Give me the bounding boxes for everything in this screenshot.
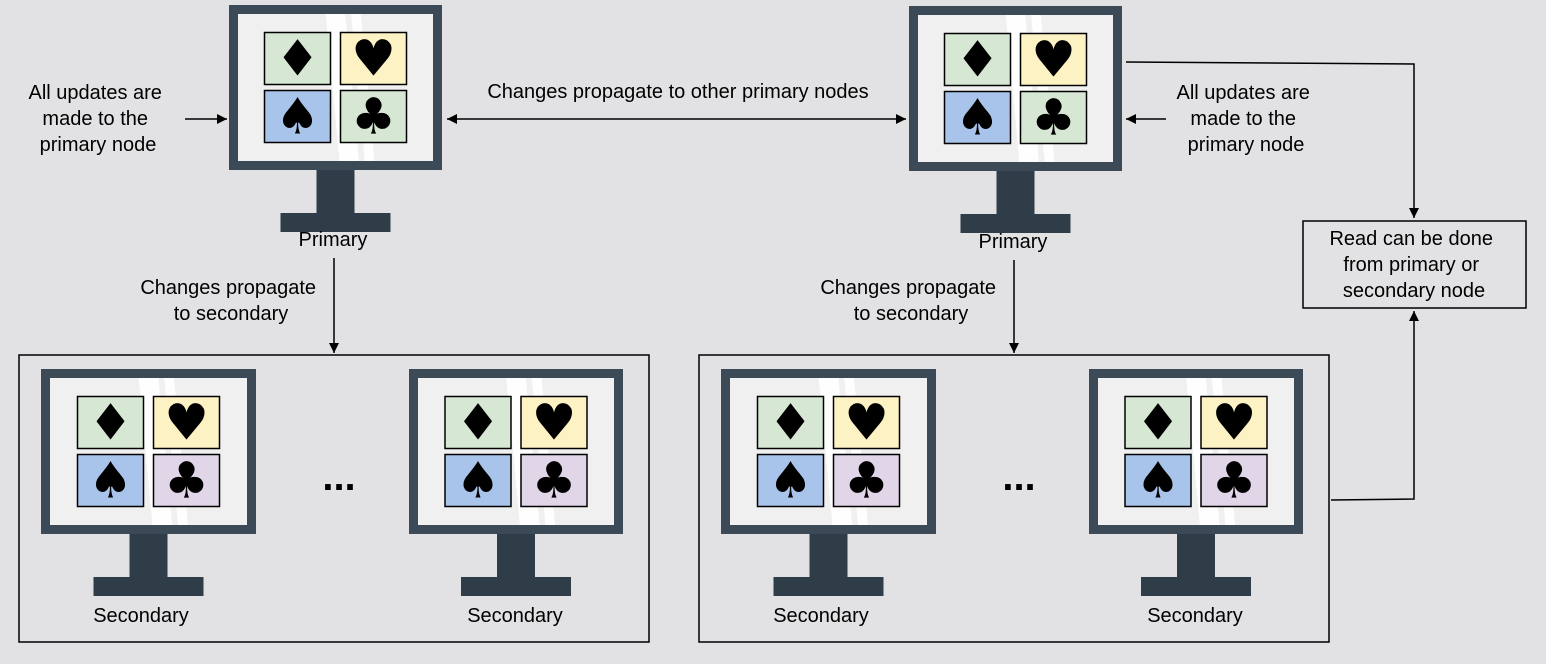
monitor-base xyxy=(280,213,391,232)
monitor-stand xyxy=(316,170,355,214)
spade-icon: ♠ xyxy=(88,452,133,510)
monitor-stand xyxy=(129,534,168,578)
arrow-icon xyxy=(1330,311,1419,501)
monitor-base xyxy=(1141,577,1251,596)
suit-tile xyxy=(520,395,588,450)
suit-tile xyxy=(1019,90,1088,145)
club-icon: ♣ xyxy=(1212,452,1257,510)
suit-tile xyxy=(832,395,901,450)
monitor-base xyxy=(461,577,571,596)
monitor-base xyxy=(93,577,204,596)
monitors: ♦ ♥ ♠ ♣ ♦ ♥ ♠ ♣ ♦ ♥ ♠ ♣ ♦ ♥ ♠ ♣ ♦ ♥ ♠ ♣ ♦ ♥ ♠ ♣ xyxy=(41,5,1303,596)
suit-tile xyxy=(1124,395,1192,450)
heart-icon: ♥ xyxy=(164,394,209,452)
heart-icon: ♥ xyxy=(532,394,577,452)
secondary-label: Secondary xyxy=(1147,605,1243,627)
suit-tile xyxy=(444,453,512,508)
club-icon: ♣ xyxy=(844,452,889,510)
monitor-stand xyxy=(1177,534,1215,578)
spade-icon: ♠ xyxy=(955,89,1000,147)
spade-icon: ♠ xyxy=(456,452,501,510)
suit-tile xyxy=(263,31,332,86)
secondary-monitor: ♦ ♥ ♠ ♣ xyxy=(721,369,936,596)
diamond-icon: ♦ xyxy=(768,394,813,452)
suit-tile xyxy=(1200,453,1268,508)
primary-label-left: Primary xyxy=(299,229,368,251)
ellipsis-right: ... xyxy=(1002,455,1035,499)
suit-tile xyxy=(756,395,825,450)
suit-tile xyxy=(444,395,512,450)
spade-icon: ♠ xyxy=(1136,452,1181,510)
monitor-base xyxy=(773,577,884,596)
spade-icon: ♠ xyxy=(275,88,320,146)
ellipsis-left: ... xyxy=(322,455,355,499)
heart-icon: ♥ xyxy=(844,394,889,452)
club-icon: ♣ xyxy=(1031,89,1076,147)
suit-tile xyxy=(756,453,825,508)
arrow-icon xyxy=(1125,61,1419,218)
secondary-label: Secondary xyxy=(93,605,189,627)
club-icon: ♣ xyxy=(164,452,209,510)
suit-tile xyxy=(520,453,588,508)
monitor-stand xyxy=(497,534,535,578)
monitor-base xyxy=(960,214,1071,233)
secondary-label: Secondary xyxy=(773,605,869,627)
suit-tile xyxy=(339,89,408,144)
read-box xyxy=(1302,220,1527,309)
heart-icon: ♥ xyxy=(1212,394,1257,452)
club-icon: ♣ xyxy=(351,88,396,146)
suit-tile xyxy=(339,31,408,86)
suit-tile xyxy=(943,90,1012,145)
diamond-icon: ♦ xyxy=(275,30,320,88)
suit-tile xyxy=(943,32,1012,87)
monitor-stand xyxy=(809,534,848,578)
updates-label-right: All updates are made to the primary node xyxy=(1177,82,1316,156)
suit-tile xyxy=(1124,453,1192,508)
propagate-primary-label: Changes propagate to other primary nodes xyxy=(487,81,868,103)
diamond-icon: ♦ xyxy=(88,394,133,452)
spade-icon: ♠ xyxy=(768,452,813,510)
suit-tile xyxy=(76,395,145,450)
secondary-group-left xyxy=(18,354,650,643)
secondary-monitor: ♦ ♥ ♠ ♣ xyxy=(409,369,623,596)
secondary-monitor: ♦ ♥ ♠ ♣ xyxy=(41,369,256,596)
monitor-stand xyxy=(996,171,1035,215)
diamond-icon: ♦ xyxy=(1136,394,1181,452)
suit-tile xyxy=(1200,395,1268,450)
secondary-label: Secondary xyxy=(467,605,563,627)
suit-tile xyxy=(152,453,221,508)
heart-icon: ♥ xyxy=(351,30,396,88)
club-icon: ♣ xyxy=(532,452,577,510)
suit-tile xyxy=(152,395,221,450)
diamond-icon: ♦ xyxy=(955,31,1000,89)
suit-tile xyxy=(832,453,901,508)
propagate-secondary-label-left: Changes propagate to secondary xyxy=(140,277,321,325)
primary-label-right: Primary xyxy=(979,231,1048,253)
suit-tile xyxy=(263,89,332,144)
updates-label-left: All updates are made to the primary node xyxy=(29,82,168,156)
primary-monitor-right: ♦ ♥ ♠ ♣ xyxy=(909,6,1122,233)
secondary-group-right xyxy=(698,354,1330,643)
read-box-label: Read can be done from primary or seconda… xyxy=(1329,228,1498,302)
secondary-monitor: ♦ ♥ ♠ ♣ xyxy=(1089,369,1303,596)
diamond-icon: ♦ xyxy=(456,394,501,452)
suit-tile xyxy=(1019,32,1088,87)
suit-tile xyxy=(76,453,145,508)
heart-icon: ♥ xyxy=(1031,31,1076,89)
primary-monitor-left: ♦ ♥ ♠ ♣ xyxy=(229,5,442,232)
propagate-secondary-label-right: Changes propagate to secondary xyxy=(820,277,1001,325)
